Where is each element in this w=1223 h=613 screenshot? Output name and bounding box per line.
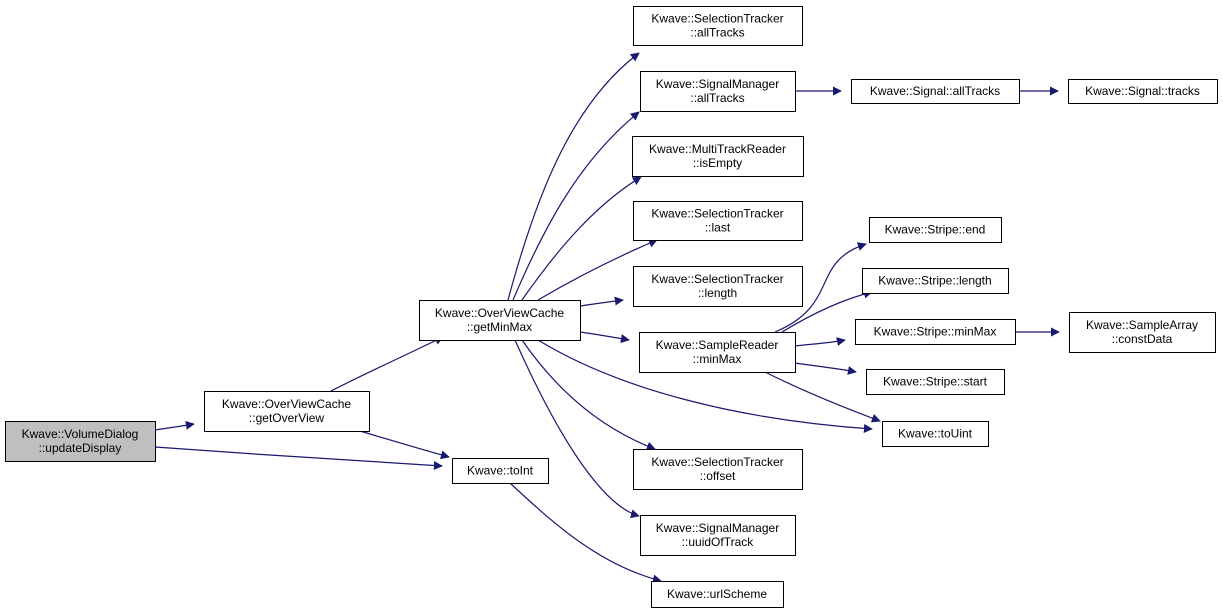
node-stripe_minMax[interactable]: Kwave::Stripe::minMax [855,319,1016,345]
node-box [419,300,581,341]
node-box [882,421,989,447]
node-box [640,71,796,112]
edge-getMinMax-to-sm_allTracks [512,111,640,301]
node-box [862,268,1009,294]
edge-sr_minMax-to-stripe_end [774,242,867,333]
edge-getOverView-to-toInt [359,430,450,460]
node-box [869,217,1002,243]
node-label: Kwave::OverViewCache [222,397,351,411]
node-box [639,332,796,373]
node-label: Kwave::SelectionTracker [651,207,783,221]
node-label: ::updateDisplay [39,441,122,455]
node-box [5,421,156,462]
node-box [633,201,803,241]
node-label: Kwave::toUint [898,427,973,441]
edge-getMinMax-to-st_length [579,296,624,307]
edges-layer [154,52,1060,584]
edge-getMinMax-to-mtr_isEmpty [521,176,642,301]
edge-updateDisplay-to-toInt [154,446,443,470]
edge-updateDisplay-to-getOverView [154,420,195,431]
edge-getMinMax-to-sr_minMax [579,331,630,344]
edge-toInt-to-urlScheme [509,482,662,584]
node-stripe_length[interactable]: Kwave::Stripe::length [862,268,1009,294]
node-sig_allTracks[interactable]: Kwave::Signal::allTracks [851,79,1020,104]
node-label: Kwave::OverViewCache [435,306,564,320]
node-sig_tracks[interactable]: Kwave::Signal::tracks [1068,79,1218,104]
edge-getMinMax-to-sm_uuidOfTrack [514,339,640,519]
node-st_offset[interactable]: Kwave::SelectionTracker::offset [633,449,803,490]
node-box [1068,79,1218,104]
node-box [851,79,1020,104]
node-label: ::minMax [693,352,742,366]
node-label: ::allTracks [690,26,744,40]
node-label: Kwave::Stripe::end [885,223,986,237]
node-label: Kwave::SampleReader [656,338,779,352]
node-updateDisplay[interactable]: Kwave::VolumeDialog::updateDisplay [5,421,156,462]
edge-getMinMax-to-st_offset [521,339,656,451]
node-label: Kwave::Stripe::length [878,274,991,288]
nodes-layer: Kwave::VolumeDialog::updateDisplayKwave:… [5,6,1218,608]
node-label: Kwave::Stripe::start [883,375,988,389]
node-getOverView[interactable]: Kwave::OverViewCache::getOverView [204,391,370,432]
node-urlScheme[interactable]: Kwave::urlScheme [651,581,784,608]
edge-sr_minMax-to-stripe_minMax [794,337,846,347]
node-getMinMax[interactable]: Kwave::OverViewCache::getMinMax [419,300,581,341]
edge-getMinMax-to-toUint [537,339,873,433]
edge-sr_minMax-to-toUint [764,371,881,423]
node-box [866,369,1005,395]
node-box [633,449,803,490]
node-box [855,319,1016,345]
node-box [204,391,370,432]
node-label: Kwave::MultiTrackReader [649,142,786,156]
node-label: ::constData [1112,332,1173,346]
node-st_last[interactable]: Kwave::SelectionTracker::last [633,201,803,241]
node-label: ::isEmpty [693,156,742,170]
edge-getMinMax-to-st_allTracks [507,52,640,301]
node-label: Kwave::Stripe::minMax [874,325,997,339]
node-label: ::offset [700,469,736,483]
node-label: Kwave::SampleArray [1086,318,1198,332]
node-label: Kwave::VolumeDialog [22,427,139,441]
node-label: Kwave::toInt [467,464,534,478]
node-label: Kwave::urlScheme [667,587,767,601]
node-mtr_isEmpty[interactable]: Kwave::MultiTrackReader::isEmpty [632,136,804,177]
node-label: Kwave::Signal::tracks [1085,84,1200,98]
node-label: ::getOverView [249,411,324,425]
node-toInt[interactable]: Kwave::toInt [452,458,549,484]
node-box [633,6,803,46]
node-label: ::allTracks [690,91,744,105]
edge-getOverView-to-getMinMax [330,336,444,392]
node-label: Kwave::SelectionTracker [651,272,783,286]
node-sm_uuidOfTrack[interactable]: Kwave::SignalManager::uuidOfTrack [640,515,796,556]
edge-sr_minMax-to-stripe_length [781,289,873,333]
node-label: Kwave::SignalManager [656,77,779,91]
node-label: Kwave::SelectionTracker [651,12,783,26]
node-label: ::uuidOfTrack [682,535,755,549]
node-box [632,136,804,177]
node-box [633,266,803,307]
node-st_allTracks[interactable]: Kwave::SelectionTracker::allTracks [633,6,803,46]
node-label: ::last [705,221,731,235]
node-box [651,581,784,608]
node-stripe_end[interactable]: Kwave::Stripe::end [869,217,1002,243]
node-st_length[interactable]: Kwave::SelectionTracker::length [633,266,803,307]
edge-getMinMax-to-st_last [537,239,658,301]
node-label: ::getMinMax [467,320,532,334]
node-label: Kwave::SignalManager [656,521,779,535]
node-label: Kwave::SelectionTracker [651,455,783,469]
node-box [1069,312,1216,353]
node-label: ::length [698,286,737,300]
node-stripe_start[interactable]: Kwave::Stripe::start [866,369,1005,395]
node-sr_minMax[interactable]: Kwave::SampleReader::minMax [639,332,796,373]
node-sm_allTracks[interactable]: Kwave::SignalManager::allTracks [640,71,796,112]
node-box [640,515,796,556]
edge-sr_minMax-to-stripe_start [794,362,857,375]
node-label: Kwave::Signal::allTracks [870,84,1000,98]
node-box [452,458,549,484]
node-toUint[interactable]: Kwave::toUint [882,421,989,447]
node-sa_constData[interactable]: Kwave::SampleArray::constData [1069,312,1216,353]
